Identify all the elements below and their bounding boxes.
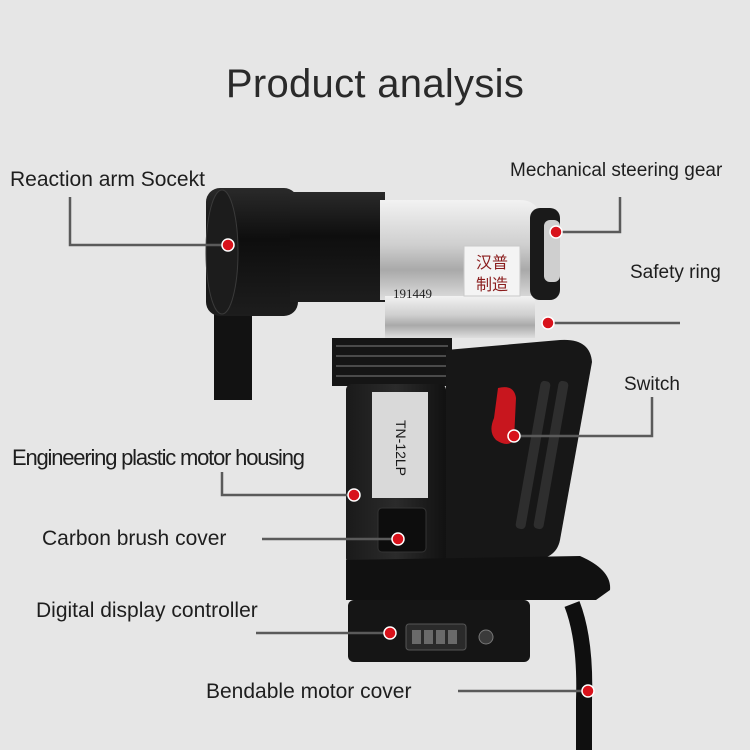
marker-display-controller	[383, 626, 397, 640]
label-brush-cover: Carbon brush cover	[42, 527, 227, 550]
label-switch: Switch	[624, 374, 680, 395]
leader-switch	[514, 397, 654, 438]
model-label: TN-12LP	[393, 420, 409, 476]
handle	[446, 339, 592, 560]
power-cable	[564, 601, 593, 750]
trigger	[491, 387, 516, 444]
label-reaction-arm: Reaction arm Socekt	[10, 168, 205, 191]
label-display-controller: Digital display controller	[36, 599, 258, 622]
page-title: Product analysis	[225, 62, 525, 106]
marker-motor-housing	[347, 488, 361, 502]
marker-switch	[507, 429, 521, 443]
logo-text-top: 汉普	[476, 253, 508, 272]
logo-plate	[463, 245, 521, 297]
leader-motor-housing	[220, 472, 354, 497]
label-safety-ring: Safety ring	[630, 262, 721, 283]
marker-brush-cover	[391, 532, 405, 546]
serial-number: 191449	[393, 286, 432, 301]
leader-reaction-arm	[68, 197, 228, 247]
marker-reaction-arm	[221, 238, 235, 252]
marker-motor-cover	[581, 684, 595, 698]
marker-steering-gear	[549, 225, 563, 239]
leader-steering-gear	[556, 197, 622, 234]
label-motor-cover: Bendable motor cover	[206, 680, 412, 703]
base	[346, 556, 611, 600]
marker-safety-ring	[541, 316, 555, 330]
label-motor-housing: Engineering plastic motor housing	[12, 445, 305, 470]
label-steering-gear: Mechanical steering gear	[510, 160, 723, 181]
gearbox	[290, 192, 385, 302]
spec-label	[372, 392, 428, 498]
logo-text-bottom: 制造	[476, 275, 508, 294]
